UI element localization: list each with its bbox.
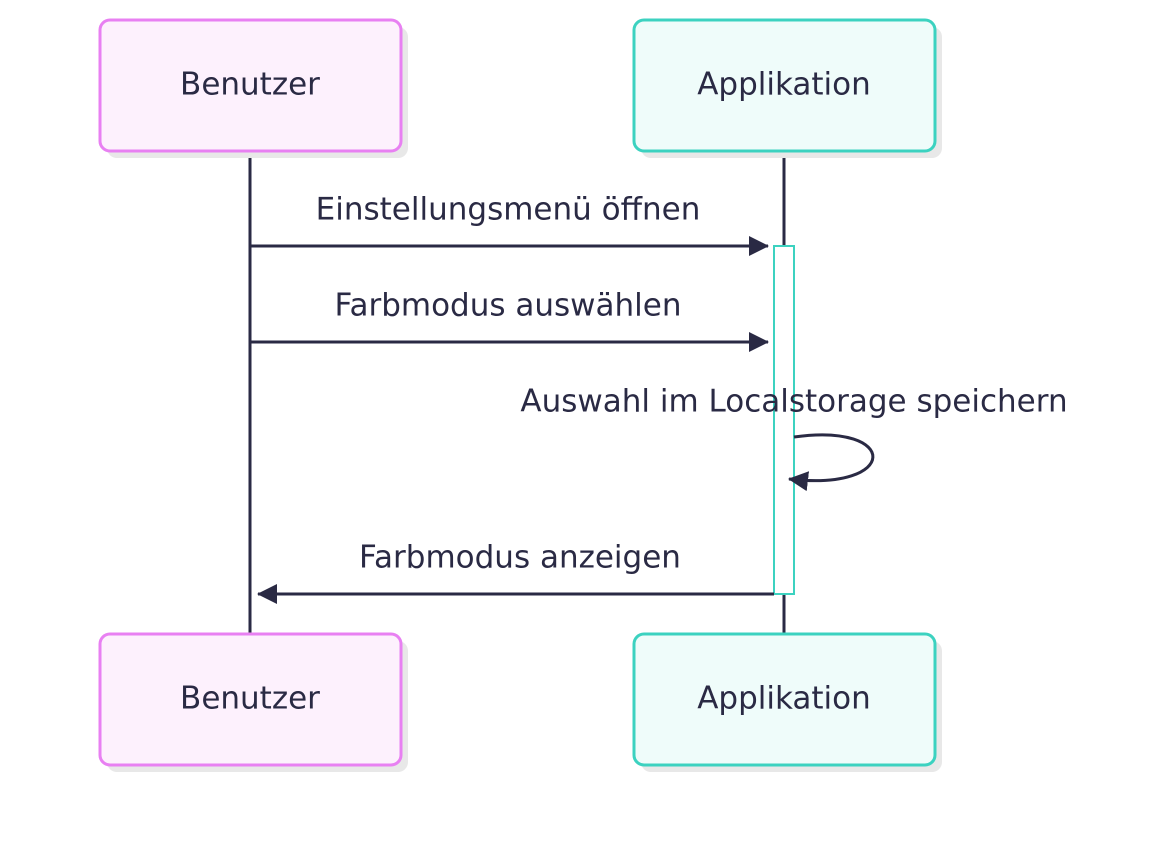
actor-user-top-label: Benutzer	[180, 67, 320, 103]
actor-user-top: Benutzer	[98, 18, 408, 158]
message-label-select-color-mode: Farbmodus auswählen	[334, 288, 681, 324]
actor-app-bottom-label: Applikation	[697, 681, 871, 717]
actor-user-bottom-label: Benutzer	[180, 681, 320, 717]
actor-app-top: Applikation	[632, 18, 942, 158]
activation-bar-app	[773, 245, 795, 595]
message-label-save-localstorage: Auswahl im Localstorage speichern	[520, 384, 1067, 420]
actor-user-bottom: Benutzer	[98, 632, 408, 772]
message-arrow-save-localstorage	[788, 433, 875, 492]
message-label-open-settings: Einstellungsmenü öffnen	[316, 192, 701, 228]
actor-app-bottom: Applikation	[632, 632, 942, 772]
actor-app-top-label: Applikation	[697, 67, 871, 103]
message-label-show-color-mode: Farbmodus anzeigen	[359, 540, 681, 576]
